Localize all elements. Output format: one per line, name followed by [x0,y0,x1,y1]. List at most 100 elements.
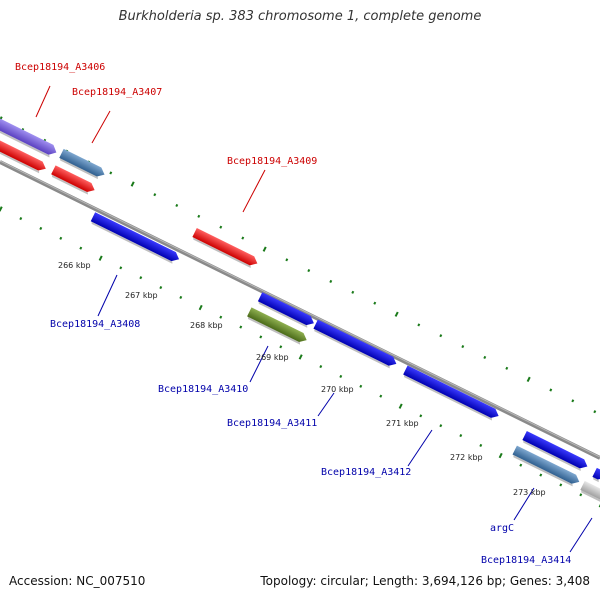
leader-line [569,517,593,553]
track-dot [198,304,203,311]
leader-line [242,169,266,213]
track-dot [339,374,343,378]
track-dot [559,483,563,487]
tick-label: 266 kbp [58,261,91,270]
track-dot [139,276,143,280]
track-dot [197,214,201,218]
track-dot [459,434,463,438]
gene-arrow-a3407[interactable] [59,148,106,179]
gene-label-a3409[interactable]: Bcep18194_A3409 [227,156,317,167]
gene-arrow-a3409[interactable] [192,228,259,268]
track-dot [39,226,43,230]
track-dot [593,410,597,414]
leader-line [513,487,535,521]
track-dot [239,325,243,329]
track-dot [79,246,83,250]
track-dot [461,345,465,349]
accession-text: Accession: NC_007510 [9,574,146,588]
track-dot [351,290,355,294]
gene-label-a3410[interactable]: Bcep18194_A3410 [158,384,248,395]
gene-arrow-a3411[interactable] [313,319,398,369]
track-dot [329,279,333,284]
track-dot [175,203,179,208]
leader-line [35,85,51,118]
gene-arrow-shadow [52,174,88,195]
genome-title: Burkholderia sp. 383 chromosome 1, compl… [118,9,482,24]
track-dot [241,236,245,240]
gene-arrow-a3410[interactable] [247,307,309,344]
track-dot [549,388,553,392]
track-dot [219,315,223,319]
gene-arrow-shadow [0,126,50,158]
track-dot [298,354,303,360]
gene-label-a3414[interactable]: Bcep18194_A3414 [481,555,571,566]
track-dot [394,311,399,317]
track-dot [0,206,3,212]
tick-label: 271 kbp [386,419,419,428]
gene-arrow-shadow [314,329,390,369]
tick-label: 272 kbp [450,453,483,462]
track-dot [373,301,377,305]
track-dot [285,258,289,262]
track-dot [539,473,543,477]
track-dot [98,255,103,261]
track-dot [130,181,135,187]
gene-arrow-a3407-fwd[interactable] [51,165,97,194]
track-dot [179,295,183,300]
track-dot [359,384,363,388]
track-dot [219,225,223,229]
gene-arrow-a3412[interactable] [403,365,501,421]
gene-label-a3408[interactable]: Bcep18194_A3408 [50,319,140,330]
track-dot [307,269,311,273]
track-dot [419,414,423,418]
chromosome-backbone [0,160,600,460]
track-dot [379,394,383,398]
gene-arrow-shadow [593,477,599,483]
track-dot [279,345,283,349]
leader-line [407,429,433,467]
leader-line [317,392,335,417]
gene-arrow-shadow [523,440,581,471]
gene-arrow-a3406[interactable] [0,116,59,158]
gene-arrow-a3410a[interactable] [257,292,316,328]
track-dot [439,334,443,338]
gene-label-a3411[interactable]: Bcep18194_A3411 [227,418,317,429]
gene-arrow-shadow [193,237,251,268]
track-dot [439,424,443,428]
gene-arrow-shadow [247,316,301,345]
gene-arrow-argc[interactable] [512,445,582,487]
gene-label-a3412[interactable]: Bcep18194_A3412 [321,467,411,478]
track-dot [109,171,113,175]
gene-arrow-a3408[interactable] [90,212,182,263]
gene-arrow-argc-a[interactable] [522,431,589,471]
topology-summary: Topology: circular; Length: 3,694,126 bp… [260,574,590,588]
gene-arrow-shadow [581,490,600,504]
leader-line [97,274,118,317]
tick-label: 268 kbp [190,321,223,330]
track-dot [119,266,123,270]
track-dot [479,443,483,448]
track-dot [59,236,63,240]
track-dot [483,355,487,360]
gene-arrow-a3414[interactable] [580,480,600,503]
gene-arrow-shadow [60,158,98,180]
gene-arrow-edge[interactable] [592,467,600,482]
gene-arrow-shadow [91,221,173,264]
track-dot [505,366,509,370]
tick-label: 267 kbp [125,291,158,300]
gene-label-a3407[interactable]: Bcep18194_A3407 [72,87,162,98]
track-dot [398,403,403,409]
track-dot [526,376,531,383]
track-dot [262,246,267,252]
track-dot [259,335,263,339]
gene-arrow-a3406-rev[interactable] [0,136,48,173]
leader-line [91,110,111,144]
tick-label: 270 kbp [321,385,354,394]
track-dot [579,493,583,497]
gene-label-argc[interactable]: argC [490,523,514,534]
leader-line [249,345,269,383]
gene-label-a3406[interactable]: Bcep18194_A3406 [15,62,105,73]
track-dot [417,323,421,327]
track-dot [19,216,23,221]
